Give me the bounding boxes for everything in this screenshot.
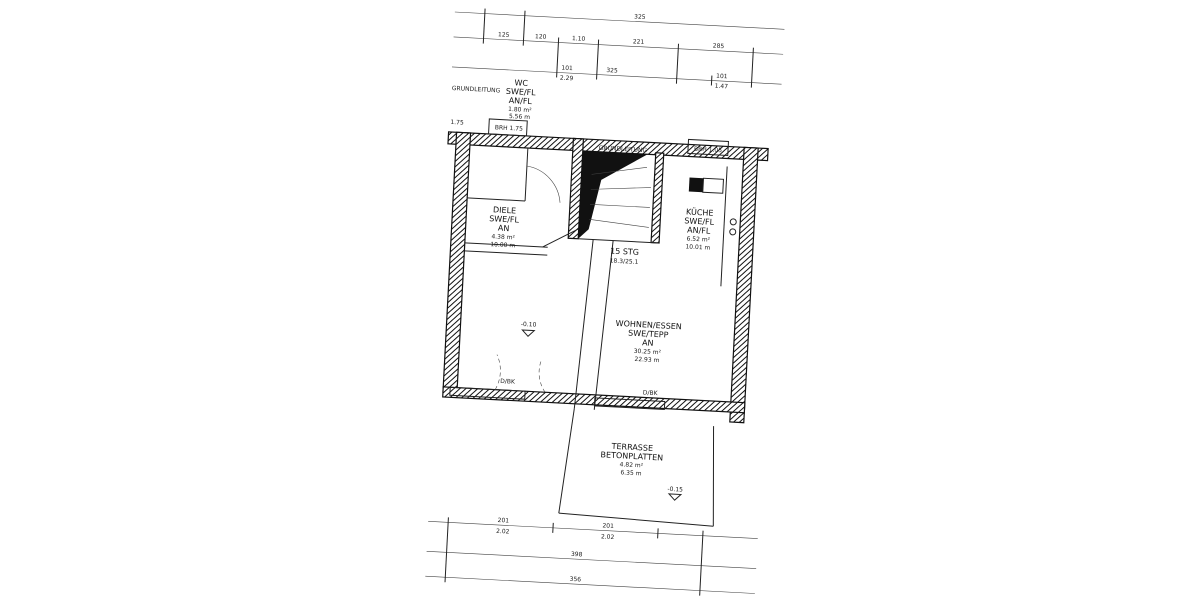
dim-top-total: 325 bbox=[634, 13, 646, 21]
grundleitung-left: GRUNDLEITUNG bbox=[452, 85, 501, 95]
svg-text:-0.10: -0.10 bbox=[521, 321, 537, 329]
svg-text:6.52 m²: 6.52 m² bbox=[686, 235, 710, 243]
dim-top-5: 285 bbox=[713, 43, 725, 51]
svg-text:SWE/FL: SWE/FL bbox=[506, 87, 537, 98]
level-terrace: -0.15 bbox=[667, 486, 683, 501]
svg-text:SWE/FL: SWE/FL bbox=[489, 214, 520, 225]
dim-bottom-total: 398 bbox=[571, 551, 583, 559]
svg-text:AN/FL: AN/FL bbox=[508, 96, 532, 106]
wc-window bbox=[488, 118, 528, 137]
svg-text:WOHNEN/ESSEN: WOHNEN/ESSEN bbox=[615, 319, 682, 331]
dim-top-second-1: 101 bbox=[561, 65, 573, 73]
kitchen-window-label: BRH 1.05 bbox=[694, 146, 723, 154]
room-diele: DIELE SWE/FL AN 4.38 m² 10.00 m bbox=[489, 205, 520, 249]
svg-text:SWE/TEPP: SWE/TEPP bbox=[628, 329, 669, 340]
dim-top-1: 125 bbox=[498, 31, 510, 39]
left-window-label: 1.75 bbox=[450, 119, 464, 127]
stair-core bbox=[578, 150, 648, 239]
level-inside: -0.10 bbox=[521, 321, 537, 337]
svg-text:WC: WC bbox=[514, 78, 528, 88]
room-wc: WC SWE/FL AN/FL 1.80 m² 5.56 m bbox=[506, 78, 537, 121]
kitchen-window bbox=[687, 138, 729, 157]
svg-text:30.25 m²: 30.25 m² bbox=[634, 348, 662, 356]
svg-text:SWE/FL: SWE/FL bbox=[684, 216, 715, 227]
dim-bottom-total2: 356 bbox=[569, 576, 581, 584]
dim-top-second-2: 2.29 bbox=[560, 75, 574, 83]
stairs-label: 15 STG 18.3/25.1 bbox=[609, 246, 639, 265]
svg-text:1.80 m²: 1.80 m² bbox=[508, 106, 532, 114]
svg-text:6.35 m: 6.35 m bbox=[620, 469, 642, 477]
door-left-opening bbox=[449, 386, 526, 400]
dim-top-3: 1.10 bbox=[572, 35, 586, 43]
svg-text:10.00 m: 10.00 m bbox=[490, 241, 515, 249]
svg-text:TERRASSE: TERRASSE bbox=[610, 442, 653, 453]
svg-text:KÜCHE: KÜCHE bbox=[686, 206, 714, 217]
svg-text:AN: AN bbox=[498, 224, 510, 234]
bottom-dimension-lines: 201 2.02 201 2.02 398 356 bbox=[425, 517, 758, 596]
door-right-label: D/BK bbox=[643, 389, 659, 397]
top-dimension-lines: 125 120 1.10 221 285 325 325 101 2.29 10… bbox=[451, 8, 785, 91]
dim-top-2: 120 bbox=[535, 33, 547, 41]
svg-text:AN/FL: AN/FL bbox=[687, 225, 711, 235]
room-kueche: KÜCHE SWE/FL AN/FL 6.52 m² 10.01 m bbox=[684, 206, 715, 251]
door-left-label: D/BK bbox=[500, 378, 516, 386]
stove-burner bbox=[729, 218, 737, 226]
svg-text:BETONPLATTEN: BETONPLATTEN bbox=[600, 450, 663, 462]
dim-bottom-2: 2.02 bbox=[496, 528, 510, 536]
sink bbox=[688, 177, 704, 193]
dim-top-4: 221 bbox=[633, 38, 645, 46]
svg-text:-0.15: -0.15 bbox=[667, 486, 683, 494]
svg-text:4.38 m²: 4.38 m² bbox=[491, 233, 515, 241]
interior-lines bbox=[464, 147, 737, 527]
walls bbox=[442, 118, 769, 424]
svg-text:18.3/25.1: 18.3/25.1 bbox=[609, 257, 638, 266]
room-terrasse: TERRASSE BETONPLATTEN 4.82 m² 6.35 m bbox=[600, 442, 663, 478]
svg-text:DIELE: DIELE bbox=[493, 205, 517, 215]
grundleitung-center: GRUNDLEITUNG bbox=[599, 145, 648, 155]
dim-top-second-4: 1.47 bbox=[714, 83, 728, 91]
dim-bottom-3: 201 bbox=[602, 522, 614, 530]
dim-top-second-3: 101 bbox=[716, 73, 728, 81]
svg-text:15 STG: 15 STG bbox=[610, 246, 639, 256]
svg-text:4.82 m²: 4.82 m² bbox=[619, 461, 643, 469]
dim-bottom-4: 2.02 bbox=[601, 533, 615, 541]
wc-window-label: BRH 1.75 bbox=[495, 124, 524, 132]
svg-text:AN: AN bbox=[642, 338, 654, 348]
dim-top-second: 325 bbox=[606, 67, 618, 75]
room-wohnen-essen: WOHNEN/ESSEN SWE/TEPP AN 30.25 m² 22.93 … bbox=[615, 319, 682, 364]
svg-text:5.56 m: 5.56 m bbox=[509, 113, 531, 121]
svg-text:22.93 m: 22.93 m bbox=[634, 356, 659, 364]
dim-bottom-1: 201 bbox=[497, 517, 509, 525]
svg-text:10.01 m: 10.01 m bbox=[685, 243, 710, 251]
